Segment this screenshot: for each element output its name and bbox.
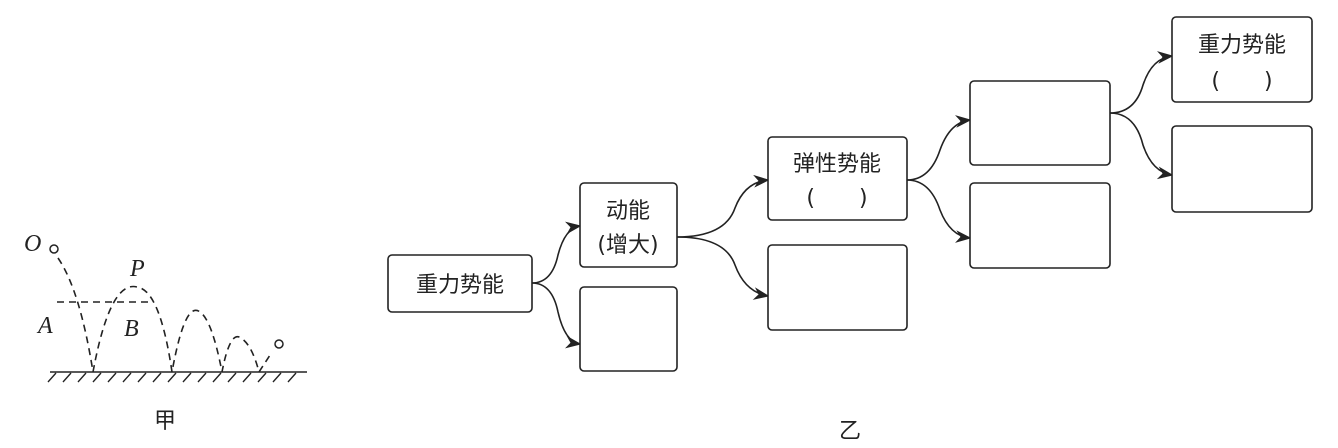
hatch-mark (107, 372, 117, 383)
box-text: ( ) (1211, 69, 1272, 94)
hatch-mark (47, 372, 57, 383)
box-text: (增大) (597, 233, 658, 258)
hatch-mark (257, 372, 267, 383)
arrow (906, 179, 972, 243)
hatch-mark (182, 372, 192, 383)
hatch-mark (197, 372, 207, 383)
box-gravitational-pe-2: 重力势能 ( ) (1171, 16, 1313, 103)
arrow (1109, 112, 1174, 180)
box-text: 重力势能 (1198, 33, 1286, 58)
arrow (906, 115, 972, 181)
hatch-mark (287, 372, 297, 383)
bouncing-ball-figure: O P A B 甲 (24, 231, 307, 434)
box-blank[interactable] (767, 244, 908, 331)
hatch-mark (92, 372, 102, 383)
hatch-mark (122, 372, 132, 383)
box-text: 弹性势能 (793, 152, 881, 177)
arrow (531, 282, 582, 349)
box-blank[interactable] (969, 182, 1111, 269)
hatch-mark (62, 372, 72, 383)
box-blank[interactable] (1171, 125, 1313, 213)
hatch-mark (242, 372, 252, 383)
label-b: B (124, 316, 139, 342)
box-text: ( ) (806, 186, 867, 211)
caption-jia: 甲 (154, 409, 176, 434)
label-a: A (36, 313, 53, 339)
label-o: O (24, 231, 41, 257)
box-gravitational-pe: 重力势能 (387, 254, 533, 313)
box-text: 动能 (606, 199, 650, 224)
label-p: P (129, 256, 145, 282)
box-blank[interactable] (969, 80, 1111, 166)
caption-yi: 乙 (839, 419, 861, 444)
box-text: 重力势能 (416, 273, 504, 298)
box-elastic-pe: 弹性势能 ( ) (767, 136, 908, 221)
hatch-mark (167, 372, 177, 383)
ball-start-icon (49, 244, 59, 254)
arrow (676, 174, 770, 238)
box-blank[interactable] (579, 286, 678, 372)
ground-hatching (47, 372, 297, 383)
box-kinetic-energy: 动能 (增大) (579, 182, 678, 268)
hatch-mark (77, 372, 87, 383)
energy-flow-chart: 重力势能 动能 (增大) 弹性势能 ( ) 重力势能 ( ) 乙 (387, 16, 1313, 444)
arrow (676, 236, 770, 300)
arrow (1109, 51, 1174, 114)
hatch-mark (212, 372, 222, 383)
ball-trajectory (57, 257, 273, 374)
hatch-mark (152, 372, 162, 383)
hatch-mark (272, 372, 282, 383)
ball-end-icon (274, 339, 284, 349)
hatch-mark (137, 372, 147, 383)
arrow (531, 221, 582, 284)
hatch-mark (227, 372, 237, 383)
